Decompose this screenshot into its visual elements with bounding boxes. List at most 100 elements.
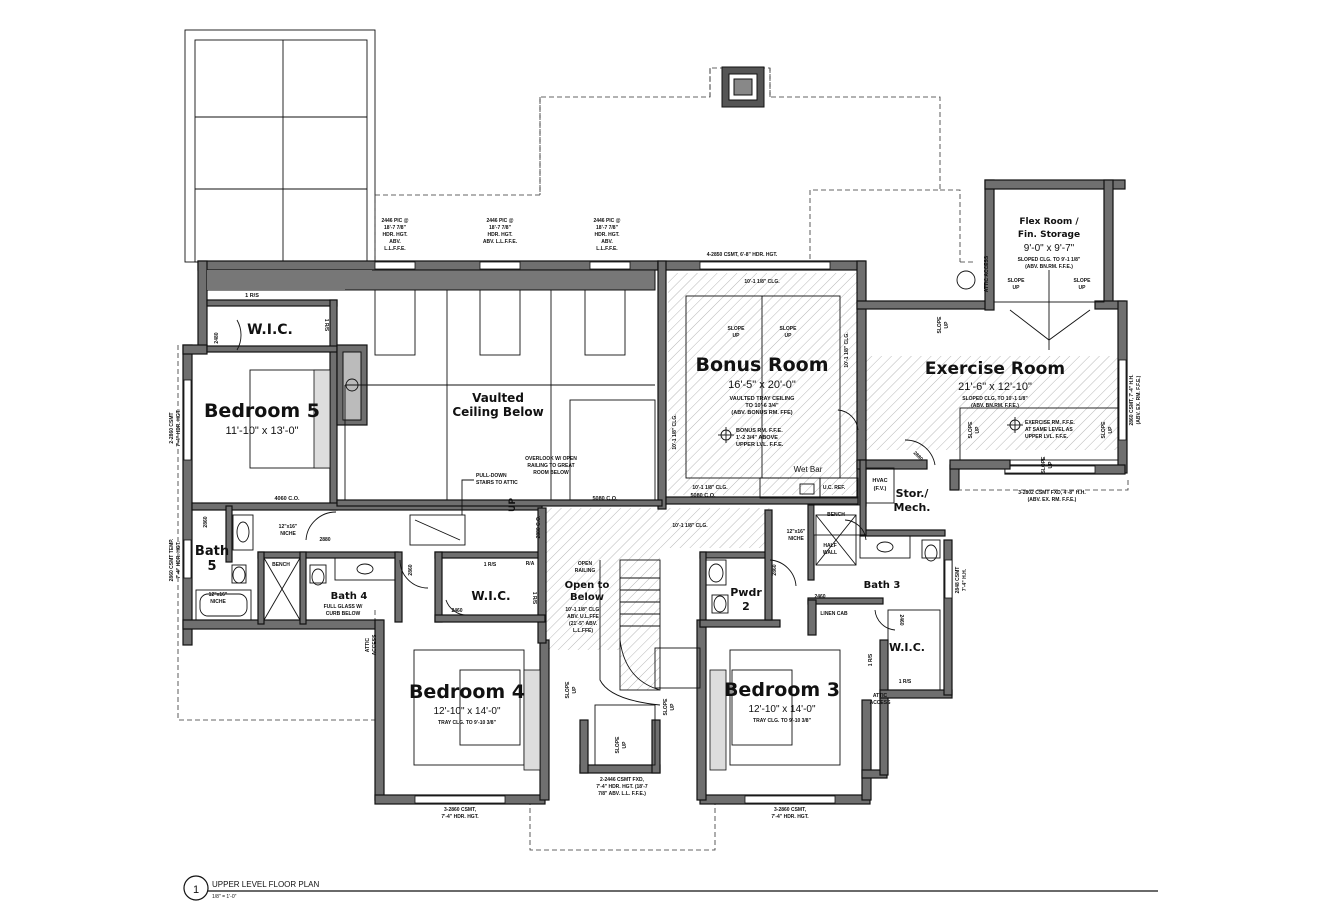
svg-text:(ABV. EX. RM. F.F.E.): (ABV. EX. RM. F.F.E.) <box>1028 497 1077 503</box>
bonus-room-lines <box>685 295 859 499</box>
svg-text:2-2860 CSMT: 2-2860 CSMT <box>169 412 175 443</box>
bath4-glass2: CURB BELOW <box>326 611 361 617</box>
title-block: 1 UPPER LEVEL FLOOR PLAN 1/8" = 1'-0" <box>183 875 1158 901</box>
return-air: R/A <box>526 561 535 567</box>
door-swings <box>236 319 936 631</box>
svg-text:7'-4" HDR. HGT. (18'-7: 7'-4" HDR. HGT. (18'-7 <box>596 784 648 790</box>
clg-bonus-right: 10'-1 1/8" CLG. <box>844 332 850 368</box>
rs-side: 1 R/S <box>323 319 329 332</box>
door-2860-a: 2860 <box>203 516 209 527</box>
svg-text:18'-7 7/8": 18'-7 7/8" <box>384 225 407 231</box>
svg-text:18'-7 7/8": 18'-7 7/8" <box>596 225 619 231</box>
exercise-note2: (ABV. BN.RM. F.F.E.) <box>971 403 1019 409</box>
door-2880-c: 2880 C.O. <box>536 515 542 538</box>
interior-walls <box>191 260 946 644</box>
bath3-halfwall2: WALL <box>823 550 837 556</box>
slope-up-exercise-3: SLOPE UP <box>1041 456 1054 474</box>
svg-text:RAILING TO GREAT: RAILING TO GREAT <box>527 463 574 469</box>
svg-text:PULL-DOWN: PULL-DOWN <box>476 473 507 479</box>
door-2860-b: 2860 <box>408 564 414 575</box>
annotations: 2446 PIC @ 18'-7 7/8" HDR. HGT. ABV. L.L… <box>169 218 1142 820</box>
hvac-line2: (F.V.) <box>874 486 887 492</box>
drawing-number: 1 <box>193 884 199 896</box>
wic3-label: W.I.C. <box>889 641 925 654</box>
rs-wic3-side: 1 R/S <box>868 653 874 666</box>
svg-text:3-2802 CSMT FXD, 4'-8" H.H.: 3-2802 CSMT FXD, 4'-8" H.H. <box>1018 490 1086 496</box>
clg-hall: 10'-1 1/8" CLG. <box>672 523 708 529</box>
svg-text:L.L.F.F.E.: L.L.F.F.E. <box>596 246 618 252</box>
svg-text:(ABV. EX. RM. F.F.E.): (ABV. EX. RM. F.F.E.) <box>1136 375 1142 424</box>
exterior-walls <box>182 179 1128 805</box>
fixtures <box>195 369 941 771</box>
drawing-title: UPPER LEVEL FLOOR PLAN <box>212 880 320 889</box>
open-line1: Open to <box>565 580 610 591</box>
exercise-window-note: 3-2802 CSMT FXD, 4'-8" H.H. (ABV. EX. RM… <box>1018 490 1086 503</box>
pulldown-note: PULL-DOWN STAIRS TO ATTIC <box>476 473 518 486</box>
open-line2: Below <box>570 592 604 603</box>
bath3-name: Bath 3 <box>864 580 901 591</box>
open-railing1: OPEN <box>578 561 593 567</box>
open-clg4: L.L.FFE) <box>573 628 593 634</box>
rs-wic4: 1 R/S <box>531 592 537 605</box>
slope-up-exercise-1: SLOPE UP <box>937 316 950 334</box>
svg-text:2446 PIC @: 2446 PIC @ <box>486 218 513 224</box>
csmt-top-note: 4-2850 CSMT, 6'-8" HDR. HGT. <box>707 252 778 258</box>
slope-up-bonus-2: SLOPE UP <box>780 326 798 339</box>
bed3-window-note: 3-2860 CSMT, 7'-4" HDR. HGT. <box>771 807 809 820</box>
slope-up-stair-2: SLOPE UP <box>663 698 676 716</box>
pic-window-note-1: 2446 PIC @ 18'-7 7/8" HDR. HGT. ABV. L.L… <box>381 218 408 252</box>
rs-wic3: 1 R/S <box>899 679 912 685</box>
wic5-label: W.I.C. <box>247 322 293 338</box>
svg-text:ACCESS: ACCESS <box>372 634 378 656</box>
svg-text:UP: UP <box>733 333 741 339</box>
exercise-ffe3: UPPER LVL. F.F.E. <box>1025 434 1069 440</box>
niche-note-2: 12"x16" NICHE <box>209 592 228 605</box>
bedroom3-ceiling: TRAY CLG. TO 9'-10 3/8" <box>753 718 812 724</box>
svg-text:SLOPE: SLOPE <box>663 698 669 716</box>
bonus-dims: 16'-5" x 20'-0" <box>728 379 796 391</box>
slope-up-exercise-2: SLOPE UP <box>968 421 981 439</box>
svg-text:18'-7 7/8": 18'-7 7/8" <box>489 225 512 231</box>
pwdr-name: Pwdr <box>730 586 762 599</box>
hvac-line1: HVAC <box>872 478 887 484</box>
left-window-note-2: 2860 CSMT TEMP. 7'-4" HDR. HGT. <box>169 538 182 581</box>
chimney <box>721 66 765 108</box>
bonus-ffe1: BONUS RM. F.F.E. <box>736 428 783 434</box>
open-clg1: 10'-1 1/8" CLG. <box>565 607 601 613</box>
rs-top: 1 R/S <box>245 293 259 299</box>
stor-line2: Mech. <box>894 501 931 514</box>
svg-text:7'-4" HDR. HGT.: 7'-4" HDR. HGT. <box>176 409 182 447</box>
clg-bonus-left: 10'-1 1/8" CLG. <box>672 414 678 450</box>
bonus-ceiling2: TO 10'-6 3/4" <box>745 403 779 409</box>
svg-text:3-2860 CSMT,: 3-2860 CSMT, <box>444 807 477 813</box>
exercise-ffe1: EXERCISE RM. F.F.E. <box>1025 420 1075 426</box>
svg-text:SLOPE: SLOPE <box>1008 278 1026 284</box>
co-5080-b: 5080 C.O. <box>690 493 716 499</box>
bed4-window-note: 3-2860 CSMT, 7'-4" HDR. HGT. <box>441 807 479 820</box>
flex-room-lines <box>956 188 1105 350</box>
attic-access-2: ATTIC ACCESS <box>870 693 892 706</box>
svg-text:ABV.: ABV. <box>389 239 401 245</box>
bonus-ceiling3: (ABV. BONUS RM. FFE) <box>731 410 792 416</box>
svg-text:NICHE: NICHE <box>210 599 226 605</box>
bedroom4-ceiling: TRAY CLG. TO 9'-10 3/8" <box>438 720 497 726</box>
svg-text:2860 CSMT TEMP.: 2860 CSMT TEMP. <box>169 538 175 581</box>
attic-access-3: ATTIC ACCESS <box>984 255 990 292</box>
bedroom3-dims: 12'-10" x 14'-0" <box>748 704 816 715</box>
vaulted-structure <box>206 269 656 501</box>
svg-text:SLOPE: SLOPE <box>565 681 571 699</box>
svg-text:2860 CSMT, 7'-4" H.H.: 2860 CSMT, 7'-4" H.H. <box>1129 374 1135 426</box>
drawing-scale: 1/8" = 1'-0" <box>212 894 237 900</box>
bedroom3-name: Bedroom 3 <box>724 679 840 701</box>
bath3-halfwall1: HALF <box>823 543 836 549</box>
wic4-label: W.I.C. <box>471 589 510 603</box>
bedroom5-name: Bedroom 5 <box>204 400 320 422</box>
slope-up-flex-2: SLOPE UP <box>1074 278 1092 291</box>
svg-text:SLOPE: SLOPE <box>968 421 974 439</box>
svg-text:ATTIC: ATTIC <box>365 637 371 652</box>
stair-up-label: UP <box>508 498 518 512</box>
flex-line2: Fin. Storage <box>1018 230 1080 240</box>
svg-text:UP: UP <box>1108 426 1114 434</box>
svg-text:UP: UP <box>670 703 676 711</box>
open-clg3: (21'-5" ABV. <box>569 621 598 627</box>
